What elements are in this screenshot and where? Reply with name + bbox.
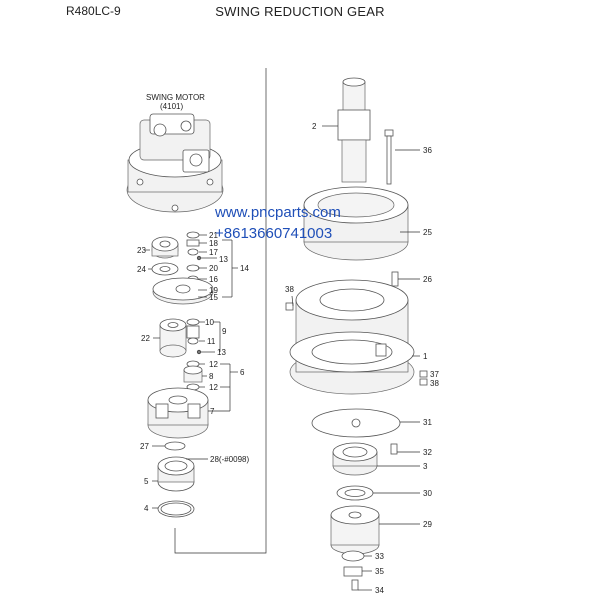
planet-gear-23 [151, 236, 179, 259]
callout-11: 11 [207, 337, 216, 346]
callout-26: 26 [423, 275, 432, 284]
callout-30: 30 [423, 489, 432, 498]
callout-20: 20 [209, 264, 218, 273]
callout-1: 1 [423, 352, 428, 361]
cover-plate-31 [311, 408, 401, 438]
leader-lines [145, 125, 420, 591]
swing-motor-name: SWING MOTOR [146, 93, 205, 102]
callout-28: 28(-#0098) [210, 455, 249, 464]
callout-19: 19 [209, 286, 218, 295]
callout-25: 25 [423, 228, 432, 237]
callout-13-upper: 13 [219, 255, 228, 264]
seal-ring-30 [336, 485, 374, 501]
callout-24: 24 [137, 265, 146, 274]
watermark-website: www.pncparts.com [215, 204, 341, 221]
plate-27 [164, 441, 186, 451]
callout-8: 8 [209, 372, 214, 381]
bearing-3 [332, 442, 378, 476]
callout-2: 2 [312, 122, 317, 131]
callout-38-plug: 38 [285, 285, 294, 294]
callout-labels: 2 36 25 26 38 1 37 38 31 32 3 30 29 33 3… [137, 122, 439, 595]
callout-9: 9 [222, 327, 227, 336]
callout-4: 4 [144, 504, 149, 513]
pin-26 [391, 271, 399, 287]
fittings-37-38 [419, 370, 428, 386]
ring-4 [157, 500, 195, 518]
callout-13-lower: 13 [217, 348, 226, 357]
callout-15: 15 [209, 293, 218, 302]
callout-38-fitting: 38 [430, 379, 439, 388]
callout-16: 16 [209, 275, 218, 284]
callout-27: 27 [140, 442, 149, 451]
callout-33: 33 [375, 552, 384, 561]
watermark-phone: +8613660741003 [215, 225, 333, 242]
sun-gear-8 [183, 360, 203, 391]
swing-motor-code: (4101) [160, 102, 183, 111]
plate-33 [341, 550, 365, 562]
lock-plate-35 [343, 566, 363, 577]
callout-3: 3 [423, 462, 428, 471]
bearing-5 [157, 456, 195, 492]
pinion-gear-29 [330, 505, 380, 555]
page-title: SWING REDUCTION GEAR [215, 4, 385, 19]
callout-36: 36 [423, 146, 432, 155]
callout-35: 35 [375, 567, 384, 576]
callout-37: 37 [430, 370, 439, 379]
planet-gear-22 [159, 318, 187, 358]
bolt-34 [351, 579, 359, 591]
bolt-32 [390, 443, 398, 455]
callout-6: 6 [240, 368, 245, 377]
callout-17: 17 [209, 248, 218, 257]
callout-12-upper: 12 [209, 360, 218, 369]
small-parts-column-mid [186, 318, 202, 355]
plug-38 [285, 302, 294, 311]
assembly-connector-line [174, 68, 267, 554]
bolt-36 [384, 129, 394, 185]
callout-12-lower: 12 [209, 383, 218, 392]
callout-34: 34 [375, 586, 384, 595]
drive-shaft-2 [337, 77, 371, 183]
callout-23: 23 [137, 246, 146, 255]
callout-5: 5 [144, 477, 149, 486]
casing-1 [289, 279, 415, 395]
swing-motor-illustration: SWING MOTOR (4101) [126, 93, 224, 213]
callout-14: 14 [240, 264, 249, 273]
callout-7: 7 [210, 407, 215, 416]
callout-10: 10 [205, 318, 214, 327]
callout-32: 32 [423, 448, 432, 457]
planet-carrier-7 [147, 387, 209, 439]
callout-31: 31 [423, 418, 432, 427]
callout-21: 21 [209, 231, 218, 240]
model-number: R480LC-9 [66, 4, 121, 18]
callout-18: 18 [209, 239, 218, 248]
callout-22: 22 [141, 334, 150, 343]
thrust-washer-24 [151, 262, 179, 276]
ring-gear-25 [303, 186, 409, 261]
callout-29: 29 [423, 520, 432, 529]
planet-carrier-upper [152, 277, 214, 305]
